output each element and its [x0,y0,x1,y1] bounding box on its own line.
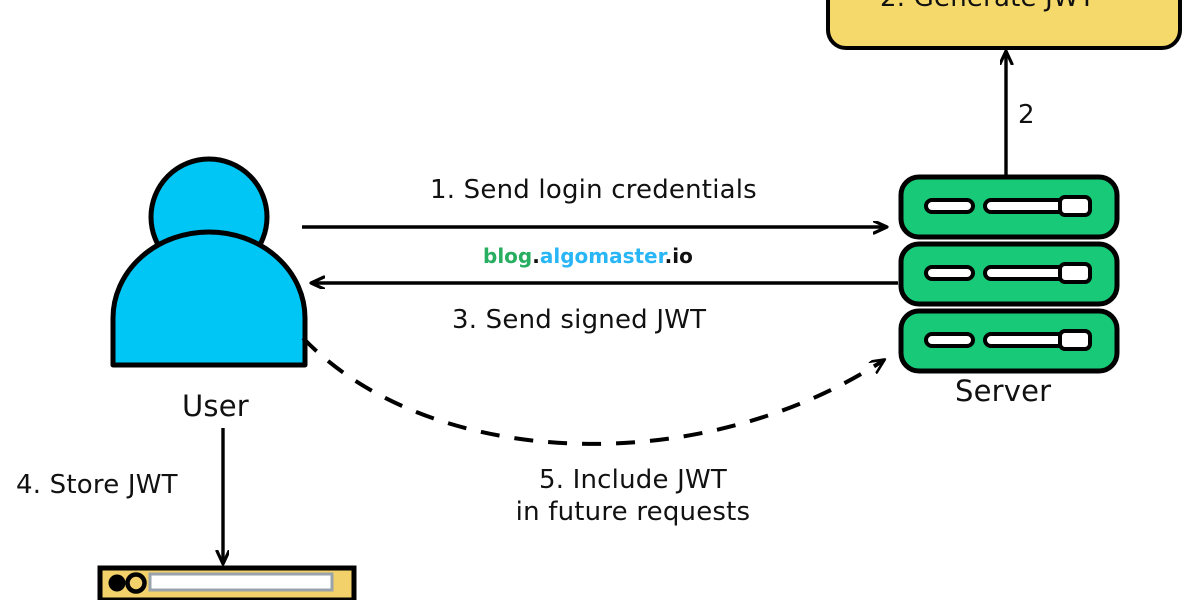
watermark-dot-2: . [664,244,673,268]
label-include-jwt-line1: 5. Include JWT [538,465,728,495]
label-generate-jwt-box: 2. Generate JWT [880,0,1095,13]
label-include-jwt: 5. Include JWT in future requests [498,465,768,528]
arrow-include-jwt [301,336,884,446]
label-user: User [182,389,249,423]
label-include-jwt-line2: in future requests [515,496,751,527]
watermark-blog-algomaster-io: blog.algomaster.io [483,244,693,268]
watermark-part-algomaster: algomaster [539,244,665,268]
generate-jwt-box [826,0,1182,50]
watermark-dot-1: . [532,244,540,268]
label-send-credentials: 1. Send login credentials [430,175,757,205]
label-send-signed-jwt: 3. Send signed JWT [452,305,707,335]
label-server: Server [955,374,1052,408]
server-icon [898,174,1120,374]
user-icon [110,156,308,368]
watermark-part-io: io [672,244,693,268]
label-store-jwt: 4. Store JWT [16,470,178,500]
watermark-part-blog: blog [483,244,533,268]
browser-window[interactable] [97,565,357,600]
label-generate-step-number: 2 [1018,100,1035,130]
